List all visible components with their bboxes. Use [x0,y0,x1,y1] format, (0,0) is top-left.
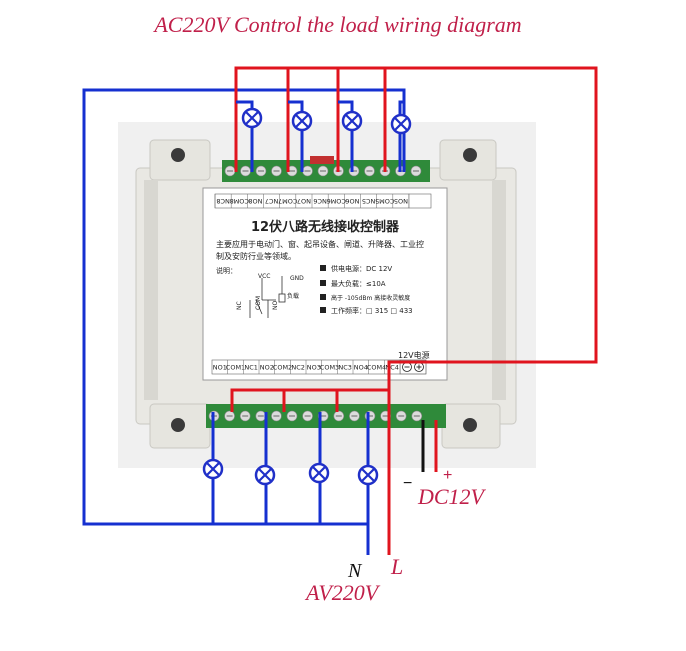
bottom-terminal-label: NC1 [244,364,258,372]
spec-frequency: 工作频率：□ 315 □ 433 [331,306,413,315]
bottom-terminal-label: COM1 [226,364,245,372]
bottom-terminal-label: NC3 [338,364,352,372]
lamp-icon [202,458,224,480]
housing-rail-left [144,180,158,400]
mount-hole [463,418,477,432]
module-description-1: 主要应用于电动门、窗、起吊设备、闸道、升降器、工业控 [216,239,424,249]
lamp-icon [357,464,379,486]
lamp-icon [241,107,263,129]
power-label: 12V电源 [398,350,430,360]
lamp-icon [390,113,412,135]
module-label [202,187,448,381]
legend-label: 说明： [216,266,237,275]
top-terminal-label: NC7 [265,197,279,205]
module-heading: 12伏八路无线接收控制器 [251,219,400,235]
top-screws [224,165,422,177]
lamp-icon [291,110,313,132]
module-description-2: 制及安防行业等领域。 [216,251,296,261]
top-terminal-label: NO8 [248,197,262,205]
top-terminal-label: COM8 [230,197,249,205]
lamp-icon [254,464,276,486]
spec-list: 供电电源：DC 12V 最大负载：≤10A 高于 -105dBm 高接收灵敏度 … [320,264,413,315]
bottom-terminal-label: NC2 [291,364,305,372]
top-terminal-label: NC5 [362,197,376,205]
housing-rail-right [492,180,506,400]
top-terminal-label: NO5 [394,197,408,205]
bottom-terminal-label: COM2 [273,364,292,372]
dc-voltage-label: DC12V [417,484,487,509]
live-label: L [390,554,403,579]
bottom-terminal-label: NO3 [307,364,321,372]
schematic-load: 负载 [287,292,299,300]
top-terminal-label: COM5 [375,197,394,205]
dc-minus-label: − [403,475,412,492]
spec-sensitivity: 高于 -105dBm 高接收灵敏度 [331,294,410,302]
bottom-terminal-label: COM3 [320,364,339,372]
top-terminal-label: NC6 [313,197,327,205]
lamp-circuit-top-2 [288,100,304,172]
mount-hole [171,148,185,162]
lamp-icon [308,462,330,484]
schematic-gnd: GND [290,275,304,282]
bottom-terminal-label: COM4 [367,364,386,372]
diagram-title: AC220V Control the load wiring diagram [152,12,521,37]
ac-voltage-label: AV220V [304,580,381,605]
top-terminal-label: COM7 [278,197,297,205]
dc-plus-label: + [443,467,452,484]
lamp-circuit-top-4 [398,100,404,172]
mount-hole [171,418,185,432]
schematic-vcc: VCC [258,273,270,280]
top-terminal-label: NO6 [345,197,359,205]
mount-hole [463,148,477,162]
neutral-wire [82,88,406,555]
bottom-terminal-label: NC4 [385,364,399,372]
bottom-terminal-label: NO4 [354,364,368,372]
bottom-terminal-label: NO2 [260,364,274,372]
top-terminal-label: NC8 [216,197,230,205]
schematic-com: COM [255,296,262,310]
lamp-icon [341,110,363,132]
bottom-terminal-label: NO1 [213,364,227,372]
neutral-label: N [347,560,363,582]
lamp-circuit-top-3 [338,100,354,172]
lamps [202,107,412,486]
wiring-schematic [249,276,286,318]
schematic-no: NO [272,301,279,310]
top-terminal-label: NO7 [297,197,311,205]
schematic-nc: NC [236,301,243,310]
top-terminal-label: COM6 [327,197,346,205]
spec-supply: 供电电源：DC 12V [331,264,392,273]
antenna-stub [310,156,334,164]
spec-load: 最大负载：≤10A [331,279,386,288]
antenna-label-cell [408,193,432,209]
lamp-circuit-top-1 [236,100,254,172]
